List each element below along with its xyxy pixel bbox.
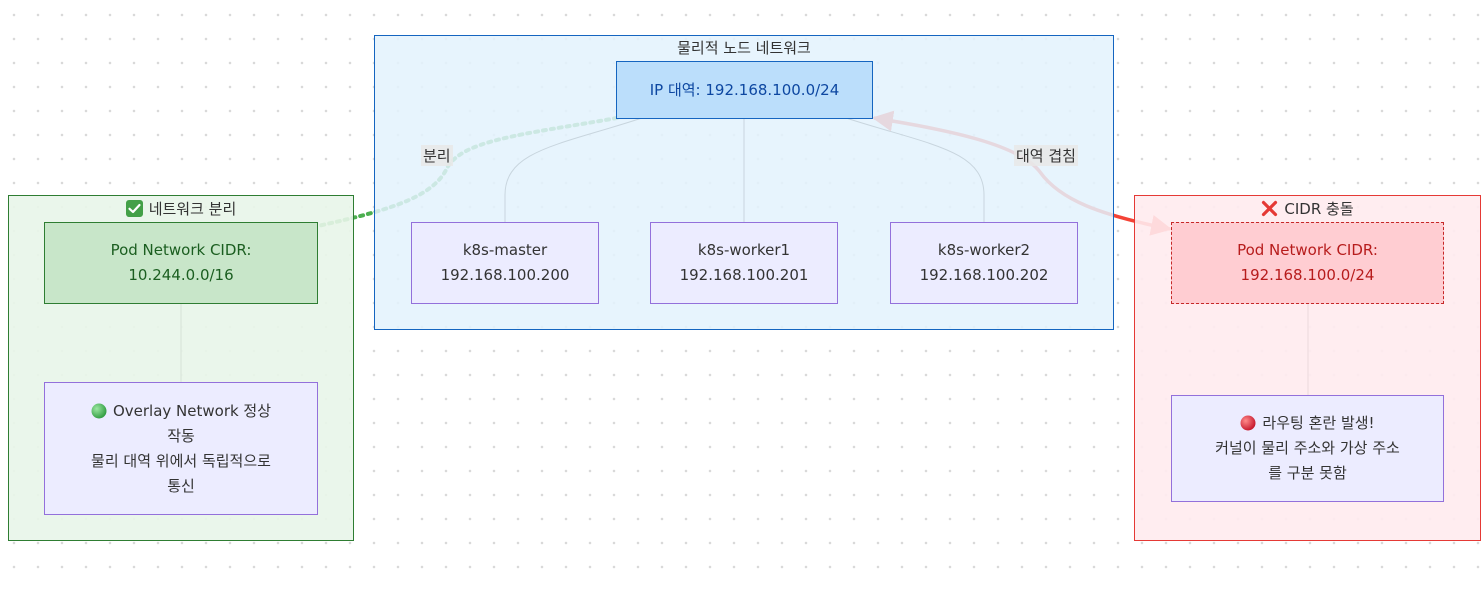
routing-error-line1: 라우팅 혼란 발생!: [1262, 414, 1375, 432]
overlay-ok-line4: 통신: [167, 476, 195, 495]
routing-error-line1-row: 라우팅 혼란 발생!: [1240, 411, 1375, 436]
node-k8s-worker2: k8s-worker2 192.168.100.202: [890, 222, 1078, 304]
node-name: k8s-worker2: [937, 241, 1031, 259]
overlay-ok-line1: Overlay Network 정상: [112, 401, 272, 420]
pod-cidr-bad-node: Pod Network CIDR: 192.168.100.0/24: [1171, 222, 1444, 304]
check-mark-icon: [125, 200, 143, 217]
pod-cidr-label: Pod Network CIDR:: [1237, 241, 1378, 259]
ip-range-node: IP 대역: 192.168.100.0/24: [616, 61, 873, 119]
pod-cidr-ok-node: Pod Network CIDR: 10.244.0.0/16: [44, 222, 318, 304]
routing-error-line2: 커널이 물리 주소와 가상 주소: [1215, 439, 1400, 457]
red-circle-icon: [1240, 415, 1256, 431]
physical-network-title: 물리적 노드 네트워크: [677, 39, 811, 57]
overlay-ok-line2: 작동: [167, 426, 195, 445]
edge-label-separation: 분리: [421, 145, 453, 166]
separation-title: 네트워크 분리: [148, 200, 237, 218]
conflict-title-row: CIDR 충돌: [1135, 198, 1480, 219]
node-ip: 192.168.100.202: [919, 266, 1049, 284]
cross-mark-icon: [1262, 200, 1278, 217]
separation-title-row: 네트워크 분리: [9, 198, 353, 219]
pod-cidr-label: Pod Network CIDR:: [110, 241, 252, 259]
node-ip: 192.168.100.200: [440, 266, 570, 284]
conflict-title: CIDR 충돌: [1284, 200, 1354, 218]
overlay-ok-node: Overlay Network 정상 작동 물리 대역 위에서 독립적으로 통신: [44, 382, 318, 515]
node-ip: 192.168.100.201: [679, 266, 809, 284]
edge-label-overlap: 대역 겹침: [1014, 145, 1078, 166]
ip-range-label: IP 대역: 192.168.100.0/24: [649, 80, 840, 99]
node-name: k8s-master: [462, 241, 548, 259]
overlay-ok-line3: 물리 대역 위에서 독립적으로: [91, 451, 271, 470]
node-k8s-master: k8s-master 192.168.100.200: [411, 222, 599, 304]
pod-cidr-value: 192.168.100.0/24: [1240, 266, 1375, 284]
node-name: k8s-worker1: [697, 241, 791, 259]
routing-error-line3: 를 구분 못함: [1268, 464, 1347, 482]
routing-error-node: 라우팅 혼란 발생! 커널이 물리 주소와 가상 주소 를 구분 못함: [1171, 395, 1444, 502]
node-k8s-worker1: k8s-worker1 192.168.100.201: [650, 222, 838, 304]
green-circle-icon: [91, 403, 107, 418]
pod-cidr-value: 10.244.0.0/16: [128, 266, 234, 284]
overlay-ok-line1-row: Overlay Network 정상: [91, 399, 271, 424]
